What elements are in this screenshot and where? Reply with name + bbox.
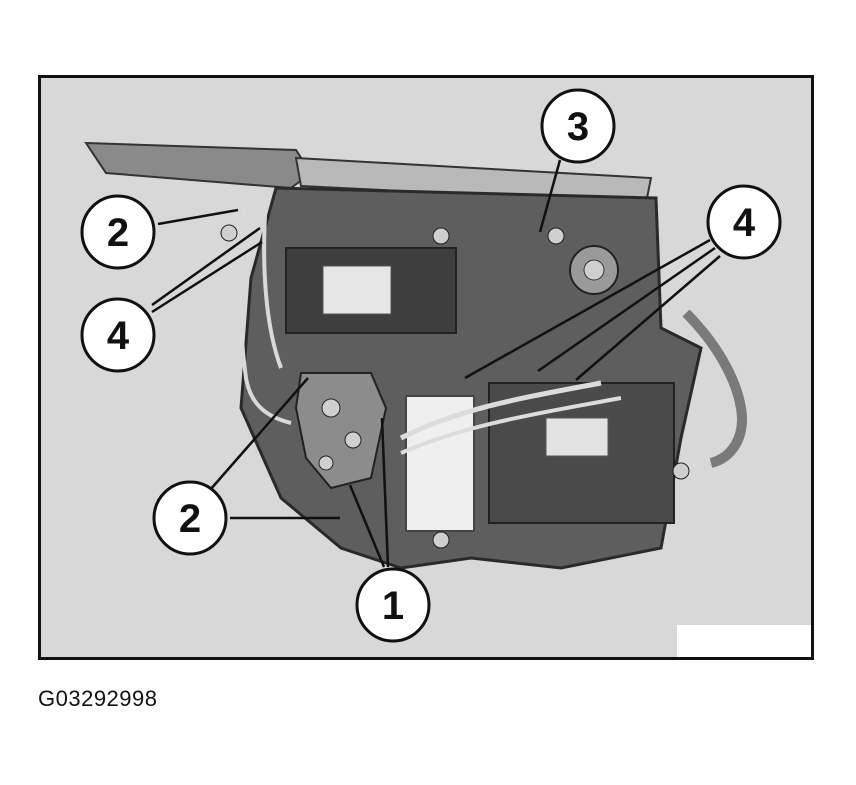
motor-hub [583, 259, 605, 281]
photo-frame [38, 75, 814, 660]
control-box [405, 395, 475, 532]
lower-module-label [545, 417, 609, 457]
figure-caption: G03292998 [38, 686, 158, 711]
handle-cable [682, 309, 747, 468]
upper-trim-strip [84, 141, 313, 190]
door-panel-photo [84, 141, 811, 657]
cable-right [399, 380, 602, 441]
upper-module-label [322, 265, 392, 315]
